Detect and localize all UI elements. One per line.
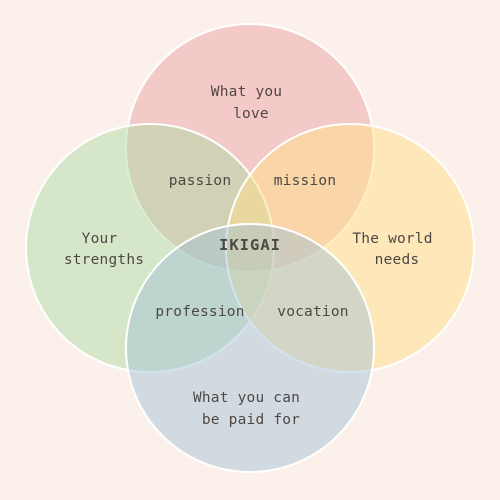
love-label: What you love [211,84,291,122]
paid-for-label: What you can be paid for [193,390,309,428]
vocation-label: vocation [277,304,348,320]
passion-label: passion [169,173,232,189]
mission-label: mission [274,173,337,189]
ikigai-center-label: IKIGAI [219,236,281,254]
world-needs-label: The world needs [352,231,441,268]
circle-paid [125,223,375,473]
profession-label: profession [155,304,244,320]
strengths-label: Your strengths [64,231,144,268]
circle-world [225,123,475,373]
